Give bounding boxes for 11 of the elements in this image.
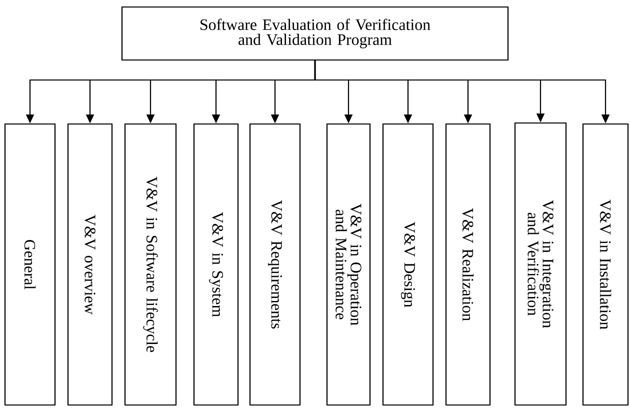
category-box: V&V in Operation and Maintenance xyxy=(326,123,371,406)
category-box: V&V in System xyxy=(193,123,239,406)
category-box: V&V Design xyxy=(382,123,434,406)
category-box: V&V Requirements xyxy=(249,123,301,406)
category-box: V&V in Software lifecycle xyxy=(124,123,177,406)
category-box: V&V in Installation xyxy=(582,123,629,406)
category-box: General xyxy=(4,123,56,406)
category-box: V&V overview xyxy=(67,123,113,406)
category-box: V&V in Integration and Verification xyxy=(514,122,567,406)
category-box: V&V Realization xyxy=(445,123,491,406)
program-box: Software Evaluation of Verification and Validation Program xyxy=(121,6,509,61)
